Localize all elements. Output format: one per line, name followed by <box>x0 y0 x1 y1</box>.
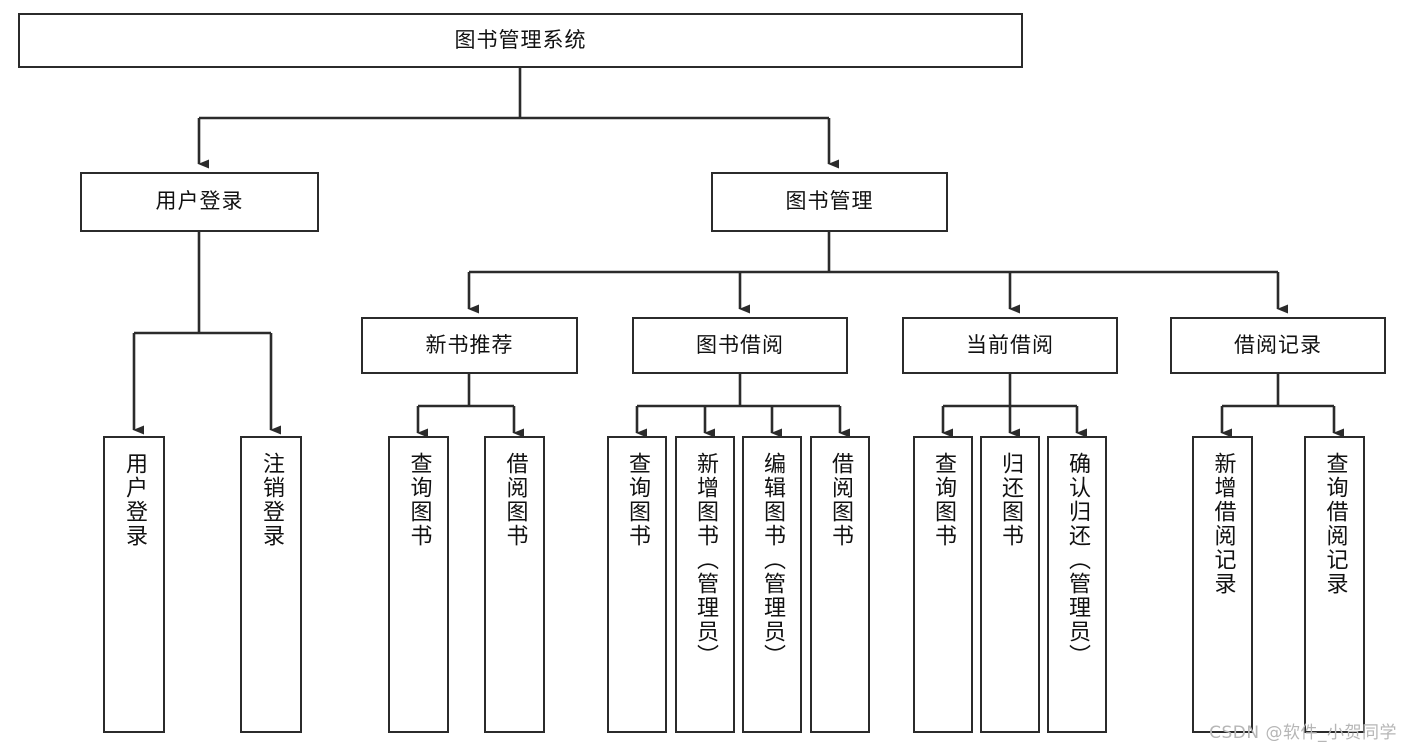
csdn-watermark: CSDN @软件_小贺同学 <box>1209 723 1397 743</box>
node-leaf-borrow-book-1[interactable]: 借阅图书 <box>484 436 545 733</box>
node-label: 图书借阅 <box>696 332 784 357</box>
node-leaf-add-record[interactable]: 新增借阅记录 <box>1192 436 1253 733</box>
node-label: 查询借阅记录 <box>1322 452 1348 596</box>
node-book-manage[interactable]: 图书管理 <box>711 172 948 232</box>
node-label: 归还图书 <box>997 452 1023 548</box>
node-leaf-user-login[interactable]: 用户登录 <box>103 436 165 733</box>
node-leaf-borrow-book-2[interactable]: 借阅图书 <box>810 436 870 733</box>
node-borrow-record[interactable]: 借阅记录 <box>1170 317 1386 374</box>
node-leaf-return-book[interactable]: 归还图书 <box>980 436 1040 733</box>
node-leaf-query-book-2[interactable]: 查询图书 <box>607 436 667 733</box>
node-label: 注销登录 <box>258 452 284 548</box>
node-label: 查询图书 <box>406 452 432 548</box>
node-leaf-confirm-return[interactable]: 确认归还（管理员） <box>1047 436 1107 733</box>
node-leaf-query-record[interactable]: 查询借阅记录 <box>1304 436 1365 733</box>
node-label: 图书管理系统 <box>454 27 587 52</box>
node-leaf-edit-book[interactable]: 编辑图书（管理员） <box>742 436 802 733</box>
node-current-borrow[interactable]: 当前借阅 <box>902 317 1118 374</box>
node-label: 借阅记录 <box>1234 332 1322 357</box>
node-label: 查询图书 <box>624 452 650 548</box>
node-leaf-query-book-1[interactable]: 查询图书 <box>388 436 449 733</box>
node-label: 查询图书 <box>930 452 956 548</box>
node-label: 借阅图书 <box>827 452 853 548</box>
node-label: 新书推荐 <box>425 332 514 357</box>
node-leaf-query-book-3[interactable]: 查询图书 <box>913 436 973 733</box>
node-label: 确认归还（管理员） <box>1064 452 1090 668</box>
node-label: 编辑图书（管理员） <box>759 452 785 668</box>
node-new-book-recommend[interactable]: 新书推荐 <box>361 317 578 374</box>
node-root-book-management-system[interactable]: 图书管理系统 <box>18 13 1023 68</box>
node-label: 当前借阅 <box>966 332 1054 357</box>
node-leaf-logout-login[interactable]: 注销登录 <box>240 436 302 733</box>
node-book-borrow[interactable]: 图书借阅 <box>632 317 848 374</box>
node-label: 新增图书（管理员） <box>692 452 718 668</box>
node-label: 借阅图书 <box>502 452 528 548</box>
node-label: 用户登录 <box>121 452 147 548</box>
node-label: 图书管理 <box>785 189 874 214</box>
node-user-login[interactable]: 用户登录 <box>80 172 319 232</box>
node-label: 新增借阅记录 <box>1210 452 1236 596</box>
node-label: 用户登录 <box>155 189 244 214</box>
node-leaf-add-book[interactable]: 新增图书（管理员） <box>675 436 735 733</box>
